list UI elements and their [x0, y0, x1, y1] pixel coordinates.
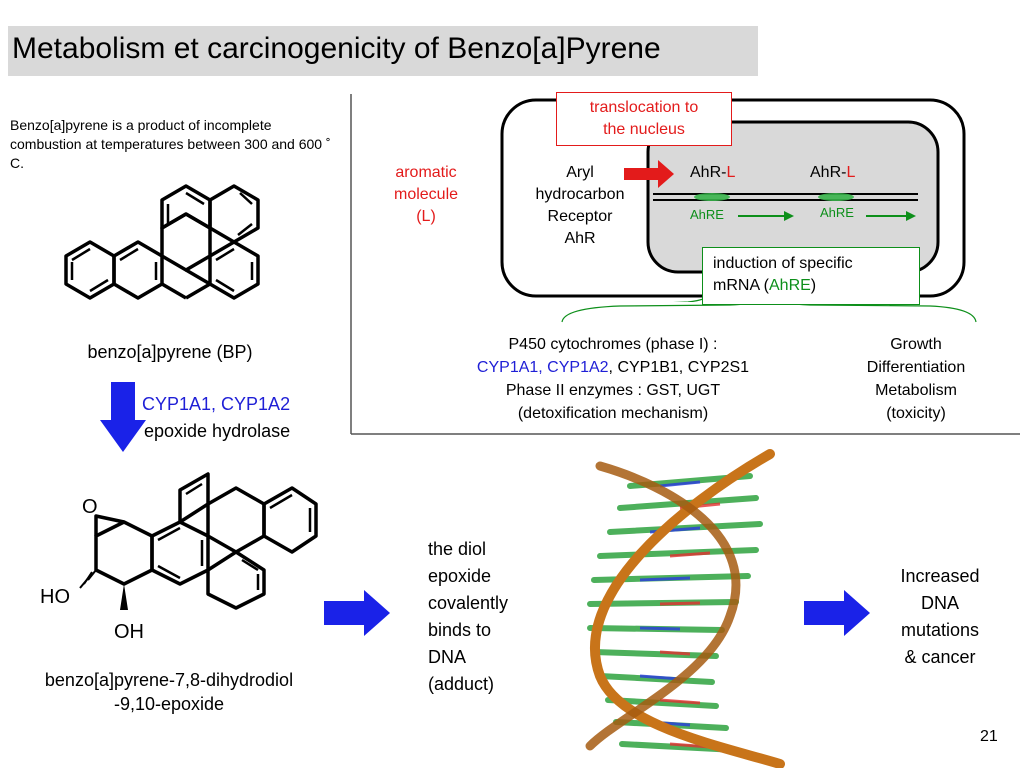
ahr-line2: hydrocarbon — [535, 186, 625, 203]
increased-line3: mutations — [900, 620, 980, 640]
ahr-l-suffix: L — [726, 164, 736, 181]
epoxide-hydrolase-label: epoxide hydrolase — [144, 421, 291, 441]
ahr-l-suffix: L — [846, 164, 856, 181]
bp-label: benzo[a]pyrene (BP) — [87, 342, 253, 362]
induction-suffix: ) — [810, 277, 817, 294]
right-arrow-icon-1 — [324, 590, 390, 636]
outcomes-text: Growth Differentiation Metabolism (toxic… — [836, 333, 996, 425]
p450-line1: P450 cytochromes (phase I) : — [508, 336, 718, 353]
slide-title: Metabolism et carcinogenicity of Benzo[a… — [12, 32, 661, 65]
p450-cyp-rest: , CYP1B1, CYP2S1 — [608, 359, 750, 376]
diol-label-line2: -9,10-epoxide — [113, 694, 225, 714]
diol-desc-line3: covalently — [428, 593, 509, 613]
p450-text: P450 cytochromes (phase I) : CYP1A1, CYP… — [438, 333, 788, 425]
ahr-l-complex-1: AhR-L — [690, 164, 735, 182]
translocation-box: translocation to the nucleus — [556, 92, 732, 146]
diol-label-line1: benzo[a]pyrene-7,8-dihydrodiol — [44, 670, 294, 690]
aromatic-line1: aromatic — [395, 164, 457, 181]
outcomes-line4: (toxicity) — [886, 405, 946, 422]
cyp-enzymes-label: CYP1A1, CYP1A2 — [142, 394, 291, 414]
diol-desc-line5: DNA — [428, 647, 467, 667]
ahr-line4: AhR — [564, 230, 596, 247]
ahre-label-1: AhRE — [690, 207, 724, 222]
aromatic-molecule-label: aromatic molecule (L) — [374, 162, 478, 228]
diol-desc-line1: the diol — [428, 539, 487, 559]
dna-helix-image — [585, 449, 785, 768]
title-background — [8, 26, 758, 76]
aromatic-line3: (L) — [416, 208, 436, 225]
benzo-a-pyrene-structure — [64, 184, 260, 300]
page-number: 21 — [980, 728, 998, 745]
p450-cyp-highlight: CYP1A1, CYP1A2 — [476, 359, 609, 376]
increased-line4: & cancer — [904, 647, 976, 667]
ahr-l-complex-2: AhR-L — [810, 164, 855, 182]
intro-text: Benzo[a]pyrene is a product of incomplet… — [10, 117, 331, 171]
induction-prefix: mRNA ( — [713, 277, 769, 294]
diol-epoxide-label: benzo[a]pyrene-7,8-dihydrodiol -9,10-epo… — [4, 668, 334, 716]
increased-line1: Increased — [900, 566, 980, 586]
diol-desc-line6: (adduct) — [428, 674, 495, 694]
outcome-mutations-text: Increased DNA mutations & cancer — [880, 563, 1000, 671]
induction-line1: induction of specific — [713, 255, 853, 272]
epoxide-oxygen: O — [82, 496, 98, 518]
translocation-line1: translocation to — [589, 99, 699, 116]
translocation-line2: the nucleus — [603, 121, 685, 138]
induction-highlight: AhRE — [769, 277, 811, 294]
ahr-l-prefix: AhR- — [690, 164, 727, 181]
ahre-label-2: AhRE — [820, 205, 854, 220]
aromatic-line2: molecule — [393, 186, 459, 203]
ahr-l-prefix: AhR- — [810, 164, 847, 181]
diol-desc-line4: binds to — [428, 620, 492, 640]
p450-line4: (detoxification mechanism) — [517, 405, 709, 422]
p450-line3: Phase II enzymes : GST, UGT — [505, 382, 721, 399]
outcomes-line1: Growth — [890, 336, 942, 353]
diol-epoxide-structure — [79, 472, 318, 610]
diol-binding-text: the diol epoxide covalently binds to DNA… — [428, 536, 548, 698]
ahr-label: Aryl hydrocarbon Receptor AhR — [518, 162, 642, 250]
right-arrow-icon-2 — [804, 590, 870, 636]
ahr-line1: Aryl — [566, 164, 594, 181]
outcomes-line3: Metabolism — [875, 382, 957, 399]
increased-line2: DNA — [920, 593, 959, 613]
outcomes-line2: Differentiation — [866, 359, 966, 376]
panel-divider — [350, 94, 1020, 435]
diol-desc-line2: epoxide — [428, 566, 492, 586]
down-arrow-icon — [100, 382, 146, 452]
induction-box: induction of specific mRNA (AhRE) — [702, 247, 920, 305]
hydroxyl-oh: OH — [114, 621, 144, 643]
ahr-line3: Receptor — [547, 208, 613, 225]
p450-line2: CYP1A1, CYP1A2, CYP1B1, CYP2S1 — [438, 356, 788, 379]
induction-line2: mRNA (AhRE) — [713, 275, 919, 297]
hydroxyl-ho: HO — [40, 586, 70, 608]
